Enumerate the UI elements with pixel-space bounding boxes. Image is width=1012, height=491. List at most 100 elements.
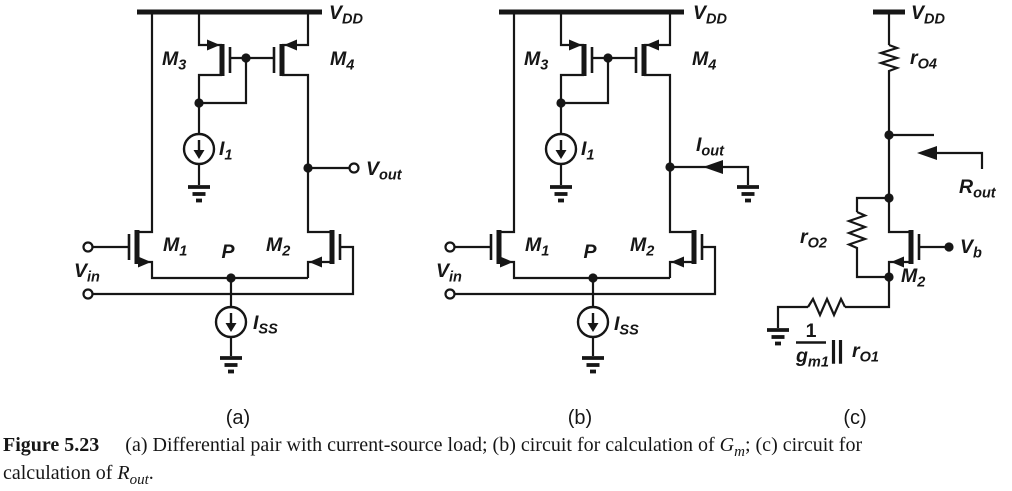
sub: O2 xyxy=(808,236,827,252)
sub: out xyxy=(973,186,997,202)
mosfet-m2 xyxy=(309,230,342,268)
subfigure-tag-c: (c) xyxy=(843,407,866,429)
label-m4: M4 xyxy=(692,48,716,74)
sub: out xyxy=(701,144,725,160)
sub: DD xyxy=(706,12,727,28)
wires xyxy=(455,12,750,356)
main: I xyxy=(581,138,587,160)
resistor-ro4 xyxy=(877,43,901,73)
main: V xyxy=(960,236,975,258)
subfigure-tag-b: (b) xyxy=(568,407,592,429)
main: I xyxy=(614,313,620,335)
source-arrow xyxy=(284,39,297,51)
label-iss: ISS xyxy=(253,312,278,338)
label-source-resistance: 1 gm1 || rO1 xyxy=(795,320,879,371)
vb-terminal xyxy=(944,242,954,252)
rout-symbol: Rout xyxy=(117,462,148,488)
main: r xyxy=(852,340,861,362)
sub: DD xyxy=(342,12,363,28)
current-source-i1 xyxy=(544,132,578,166)
ground-source xyxy=(765,328,791,346)
sub: 4 xyxy=(707,58,716,74)
label-iout: Iout xyxy=(696,134,725,160)
label-m3: M3 xyxy=(524,48,548,74)
input-terminal-minus xyxy=(444,288,456,300)
label-i1: I1 xyxy=(581,138,595,164)
main: V xyxy=(911,2,926,24)
junction-p xyxy=(226,273,236,283)
current-source-iss xyxy=(214,305,248,339)
main: V xyxy=(74,260,89,282)
mosfet-m4 xyxy=(272,39,297,76)
junction-gates xyxy=(603,53,613,63)
main: I xyxy=(219,138,225,160)
sub: 4 xyxy=(345,58,354,74)
source-arrow xyxy=(309,256,322,268)
caption-text-2: ; (c) circuit for xyxy=(744,434,863,456)
sub: O1 xyxy=(860,350,879,366)
main: V xyxy=(693,2,708,24)
label-p: P xyxy=(583,241,597,263)
sub: 1 xyxy=(586,148,594,164)
label-vdd: VDD xyxy=(911,2,945,28)
rout-probe-arrow xyxy=(917,146,937,160)
label-vdd: VDD xyxy=(329,2,363,28)
mosfet-m1 xyxy=(127,230,151,268)
sub: b xyxy=(973,246,982,262)
current-source-i1 xyxy=(182,132,216,166)
sub: DD xyxy=(924,12,945,28)
junction-ro2-top xyxy=(884,193,894,203)
ground-iss xyxy=(218,356,244,374)
wires xyxy=(776,12,984,328)
gm-symbol: Gm xyxy=(720,434,745,460)
input-terminal-plus xyxy=(82,241,94,253)
junction-m3-drain xyxy=(556,98,566,108)
input-terminal-plus xyxy=(444,241,456,253)
label-vout: Vout xyxy=(366,158,403,184)
label-vin: Vin xyxy=(436,260,462,286)
main: R xyxy=(959,176,973,198)
figure-number: Figure 5.23 xyxy=(3,434,100,456)
junction-output xyxy=(884,130,894,140)
source-arrow xyxy=(569,39,582,51)
sub: m xyxy=(734,444,745,460)
mosfet-m4 xyxy=(634,39,659,76)
sub: O4 xyxy=(918,57,937,73)
main: M xyxy=(524,48,541,70)
sub: 3 xyxy=(178,58,186,74)
main: R xyxy=(117,462,130,484)
sub: 1 xyxy=(541,244,549,260)
label-vdd: VDD xyxy=(693,2,727,28)
main: M xyxy=(630,234,647,256)
main: M xyxy=(162,48,179,70)
sub: 2 xyxy=(916,275,925,291)
mosfet-m3 xyxy=(207,39,232,76)
label-rout: Rout xyxy=(959,176,997,202)
junction-p xyxy=(588,273,598,283)
sub: 1 xyxy=(179,244,187,260)
main: V xyxy=(329,2,344,24)
label-m2: M2 xyxy=(630,234,654,260)
main: r xyxy=(800,226,809,248)
junction-m3-drain xyxy=(194,98,204,108)
sub: in xyxy=(87,270,100,286)
mosfet-m2 xyxy=(671,230,704,268)
wires xyxy=(93,12,355,356)
sub: m1 xyxy=(808,355,829,371)
source-arrow xyxy=(207,39,220,51)
schematic-canvas: VDD M3 M4 I1 Vout M1 M2 P Vin ISS (a) xyxy=(74,2,997,429)
junction-m2-source xyxy=(884,272,894,282)
junction-iout xyxy=(665,162,675,172)
main: M xyxy=(163,234,180,256)
source-arrow xyxy=(671,256,684,268)
label-vin: Vin xyxy=(74,260,100,286)
main: M xyxy=(330,48,347,70)
sub: 2 xyxy=(645,244,654,260)
sub: in xyxy=(449,270,462,286)
junction-vout xyxy=(303,163,313,173)
junction-gates xyxy=(241,53,251,63)
label-m4: M4 xyxy=(330,48,354,74)
source-arrow xyxy=(500,256,513,268)
main: g xyxy=(795,345,808,367)
